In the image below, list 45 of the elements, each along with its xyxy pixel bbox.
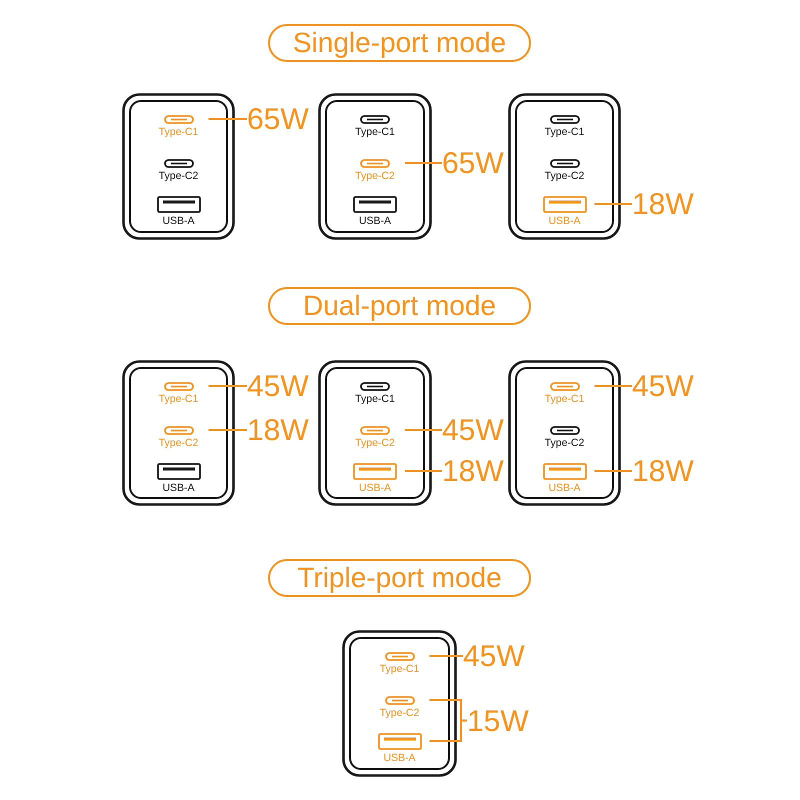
port-label: USB-A bbox=[161, 482, 196, 494]
port-label: USB-A bbox=[358, 214, 392, 226]
port-label: Type-C2 bbox=[354, 170, 396, 182]
port-label: Type-C2 bbox=[158, 170, 200, 182]
wattage-text: 45W bbox=[247, 371, 309, 403]
wattage-text: 45W bbox=[463, 641, 525, 673]
port-label: Type-C1 bbox=[544, 126, 586, 138]
port-label: Type-C2 bbox=[378, 706, 420, 718]
leader-line bbox=[405, 429, 442, 431]
port-label: Type-C1 bbox=[354, 126, 396, 138]
leader-line bbox=[208, 385, 247, 387]
wattage-text: 45W bbox=[442, 415, 504, 447]
wattage-text: 18W bbox=[632, 456, 694, 488]
port-label: USB-A bbox=[358, 482, 392, 494]
leader-line bbox=[208, 118, 247, 120]
wattage-text: 18W bbox=[247, 415, 309, 447]
leader-line bbox=[430, 720, 467, 742]
port-label: Type-C2 bbox=[158, 436, 200, 448]
port-label: USB-A bbox=[547, 482, 582, 494]
wattage-text: 15W bbox=[467, 706, 529, 738]
mode-heading: Dual-port mode bbox=[268, 287, 531, 325]
port-label: Type-C2 bbox=[544, 170, 586, 182]
port-label: USB-A bbox=[382, 752, 417, 764]
wattage-text: 65W bbox=[442, 148, 504, 180]
leader-line bbox=[594, 385, 632, 387]
port-label: Type-C1 bbox=[544, 392, 586, 404]
port-label: Type-C1 bbox=[158, 392, 200, 404]
wattage-text: 18W bbox=[632, 189, 694, 221]
wattage-text: 18W bbox=[442, 456, 504, 488]
leader-line bbox=[405, 162, 442, 164]
port-label: Type-C1 bbox=[354, 392, 396, 404]
leader-line bbox=[405, 470, 442, 472]
wattage-text: 65W bbox=[247, 104, 309, 136]
mode-heading: Triple-port mode bbox=[268, 559, 531, 597]
mode-heading: Single-port mode bbox=[268, 24, 531, 62]
port-label: USB-A bbox=[161, 214, 196, 226]
leader-line bbox=[594, 470, 632, 472]
port-label: Type-C2 bbox=[354, 436, 396, 448]
port-label: USB-A bbox=[547, 214, 582, 226]
wattage-text: 45W bbox=[632, 371, 694, 403]
port-label: Type-C1 bbox=[378, 662, 420, 674]
leader-line bbox=[208, 429, 247, 431]
port-label: Type-C1 bbox=[158, 126, 200, 138]
port-label: Type-C2 bbox=[544, 436, 586, 448]
leader-line bbox=[594, 203, 632, 205]
